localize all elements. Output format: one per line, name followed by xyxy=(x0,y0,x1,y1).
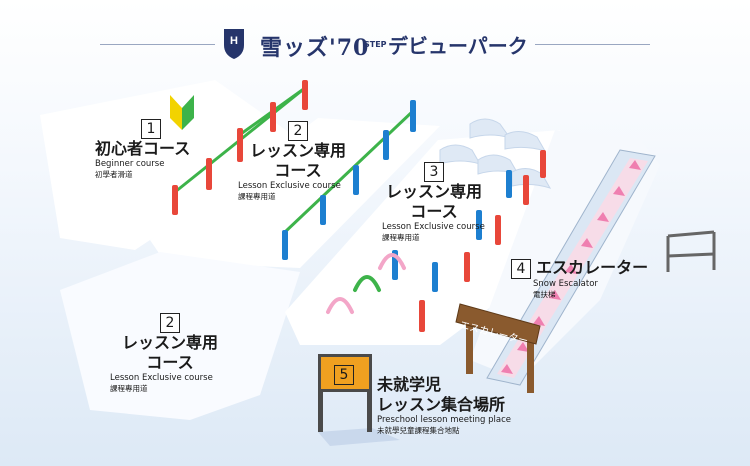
svg-text:H: H xyxy=(230,35,238,47)
area-4-chinese: 電扶梯 xyxy=(533,290,556,299)
area-1-english: Beginner course xyxy=(95,159,165,169)
area-2-lower-title-2: コース xyxy=(146,353,194,372)
area-1-label: 1 初心者コース Beginner course 初學者滑道 xyxy=(95,118,190,180)
area-4-label: 4 エスカレーター Snow Escalator 電扶梯 xyxy=(511,258,648,300)
area-4-number: 4 xyxy=(511,259,531,279)
logo-shield-icon: H xyxy=(224,29,244,59)
brand-name: 雪ッズ'70 xyxy=(260,35,370,61)
area-2-lower-title-1: レッスン専用 xyxy=(121,333,218,352)
area-3-title-2: コース xyxy=(410,202,458,221)
area-5-label: 未就学児 レッスン集合場所 Preschool lesson meeting p… xyxy=(377,375,511,436)
area-5-number-wrap: 5 xyxy=(334,364,354,385)
area-4-title: エスカレーター xyxy=(536,258,649,277)
red-poles xyxy=(172,80,546,332)
area-2-upper-label: 2 レッスン専用 コース Lesson Exclusive course 課程專… xyxy=(238,120,358,202)
area-5-title-2: レッスン集合場所 xyxy=(377,395,506,414)
area-2-upper-english: Lesson Exclusive course xyxy=(238,181,341,191)
area-3-label: 3 レッスン専用 コース Lesson Exclusive course 課程專… xyxy=(372,161,496,243)
area-2-upper-title-1: レッスン専用 xyxy=(249,141,346,160)
escalator-arrow-icon xyxy=(629,160,641,170)
area-2-upper-title-2: コース xyxy=(274,161,322,180)
slalom-arches xyxy=(326,253,406,314)
snow-area-beginner xyxy=(40,80,300,250)
area-2-lower-number: 2 xyxy=(160,313,180,333)
area-3-number: 3 xyxy=(424,162,444,182)
area-5-title-1: 未就学児 xyxy=(377,375,442,394)
area-2-lower-chinese: 課程專用道 xyxy=(110,384,148,393)
area-2-lower-english: Lesson Exclusive course xyxy=(110,373,213,383)
area-3-title-1: レッスン専用 xyxy=(385,182,482,201)
area-2-upper-number: 2 xyxy=(288,121,308,141)
blue-poles xyxy=(282,100,512,292)
area-4-english: Snow Escalator xyxy=(533,279,598,289)
area-5-chinese: 未就學兒童課程集合地點 xyxy=(377,426,460,435)
brand-title: デビューパーク xyxy=(388,34,528,58)
snow-area-lesson-lower xyxy=(60,252,300,420)
header-rule-right xyxy=(535,44,650,45)
beginner-mark-icon xyxy=(170,95,194,130)
escalator-gate xyxy=(455,303,541,393)
brand-step: STEP xyxy=(364,40,387,49)
area-5-english: Preschool lesson meeting place xyxy=(377,415,511,425)
area-1-number: 1 xyxy=(141,119,161,139)
area-2-upper-chinese: 課程專用道 xyxy=(238,192,276,201)
header: 雪ッズ'70 STEP デビューパーク xyxy=(0,24,750,64)
snow-mounds xyxy=(439,118,552,189)
area-1-title: 初心者コース xyxy=(95,139,191,158)
area-3-english: Lesson Exclusive course xyxy=(382,222,485,232)
area-3-chinese: 課程專用道 xyxy=(382,233,420,242)
area-1-chinese: 初學者滑道 xyxy=(95,170,133,179)
top-gate xyxy=(666,230,716,272)
header-rule-left xyxy=(100,44,215,45)
area-5-number: 5 xyxy=(334,365,354,385)
area-2-lower-label: 2 レッスン専用 コース Lesson Exclusive course 課程專… xyxy=(110,312,230,394)
